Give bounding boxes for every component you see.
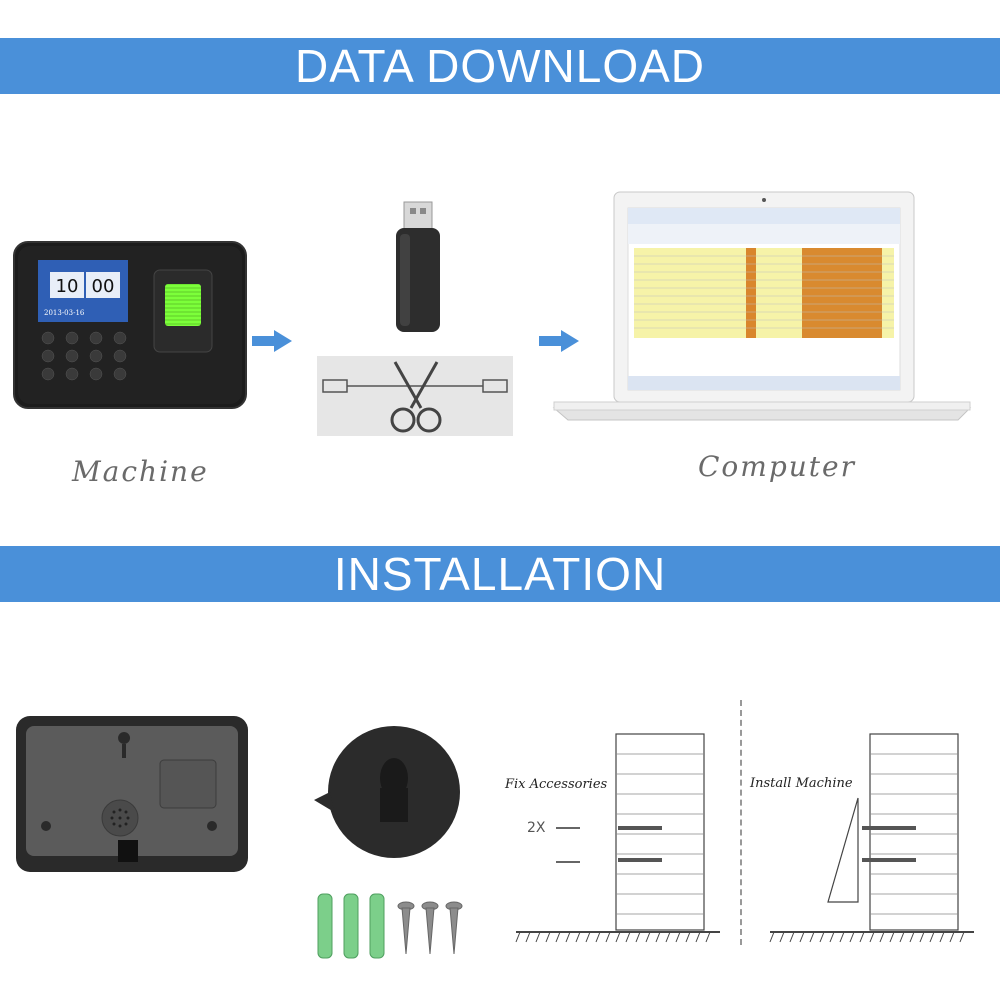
scissors-cable-icon [322,361,508,433]
screen-minutes: 00 [92,276,115,297]
laptop-computer-image [552,191,972,421]
fix-accessories-label: Fix Accessories [505,777,608,792]
wall-bracket-image [314,726,460,858]
fix-accessories-diagram [515,733,720,943]
fingerprint-machine-image: 10 00 2013-03-16 [13,241,247,409]
screw-count-label: 2X [527,820,546,836]
machine-caption: Machine [72,455,209,488]
screws-image [397,901,463,955]
install-machine-diagram [769,733,974,943]
section-banner-download: DATA DOWNLOAD [0,38,1000,94]
section-banner-installation: INSTALLATION [0,546,1000,602]
wall-anchors-image [317,893,385,959]
arrow-right-icon [539,330,579,352]
computer-caption: Computer [698,450,856,483]
arrow-right-icon [252,330,292,352]
install-machine-label: Install Machine [750,776,853,791]
divider-line [740,700,742,945]
section-title-installation: INSTALLATION [333,548,667,600]
cable-cut-panel [317,356,513,436]
screen-date: 2013-03-16 [44,309,85,317]
usb-drive-image [396,201,440,332]
section-title-download: DATA DOWNLOAD [295,40,705,92]
machine-back-image [16,716,248,872]
screen-hours: 10 [56,276,79,297]
